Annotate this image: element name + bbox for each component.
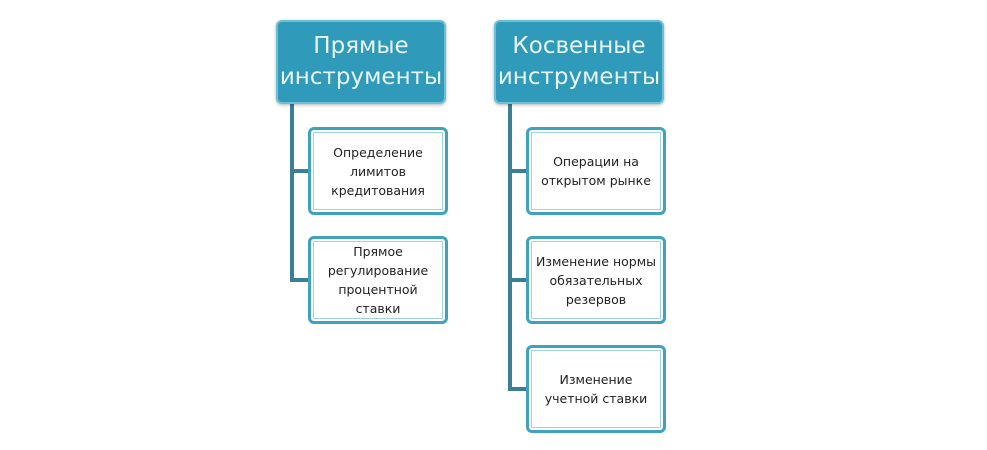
indirect-instruments-header: Косвенные инструменты (494, 20, 664, 104)
branch (290, 278, 310, 282)
branch (290, 169, 310, 173)
branch (508, 387, 528, 391)
direct-item-interest-rate-regulation: Прямое регулирование процентной ставки (308, 236, 448, 324)
direct-instruments-header: Прямые инструменты (276, 20, 446, 104)
branch (508, 169, 528, 173)
connector-direct (290, 104, 294, 282)
branch (508, 278, 528, 282)
indirect-item-reserve-requirements: Изменение нормы обязательных резервов (526, 236, 666, 324)
indirect-item-open-market: Операции на открытом рынке (526, 127, 666, 215)
direct-item-credit-limits: Определение лимитов кредитования (308, 127, 448, 215)
indirect-item-discount-rate: Изменение учетной ставки (526, 345, 666, 433)
connector-indirect (508, 104, 512, 391)
